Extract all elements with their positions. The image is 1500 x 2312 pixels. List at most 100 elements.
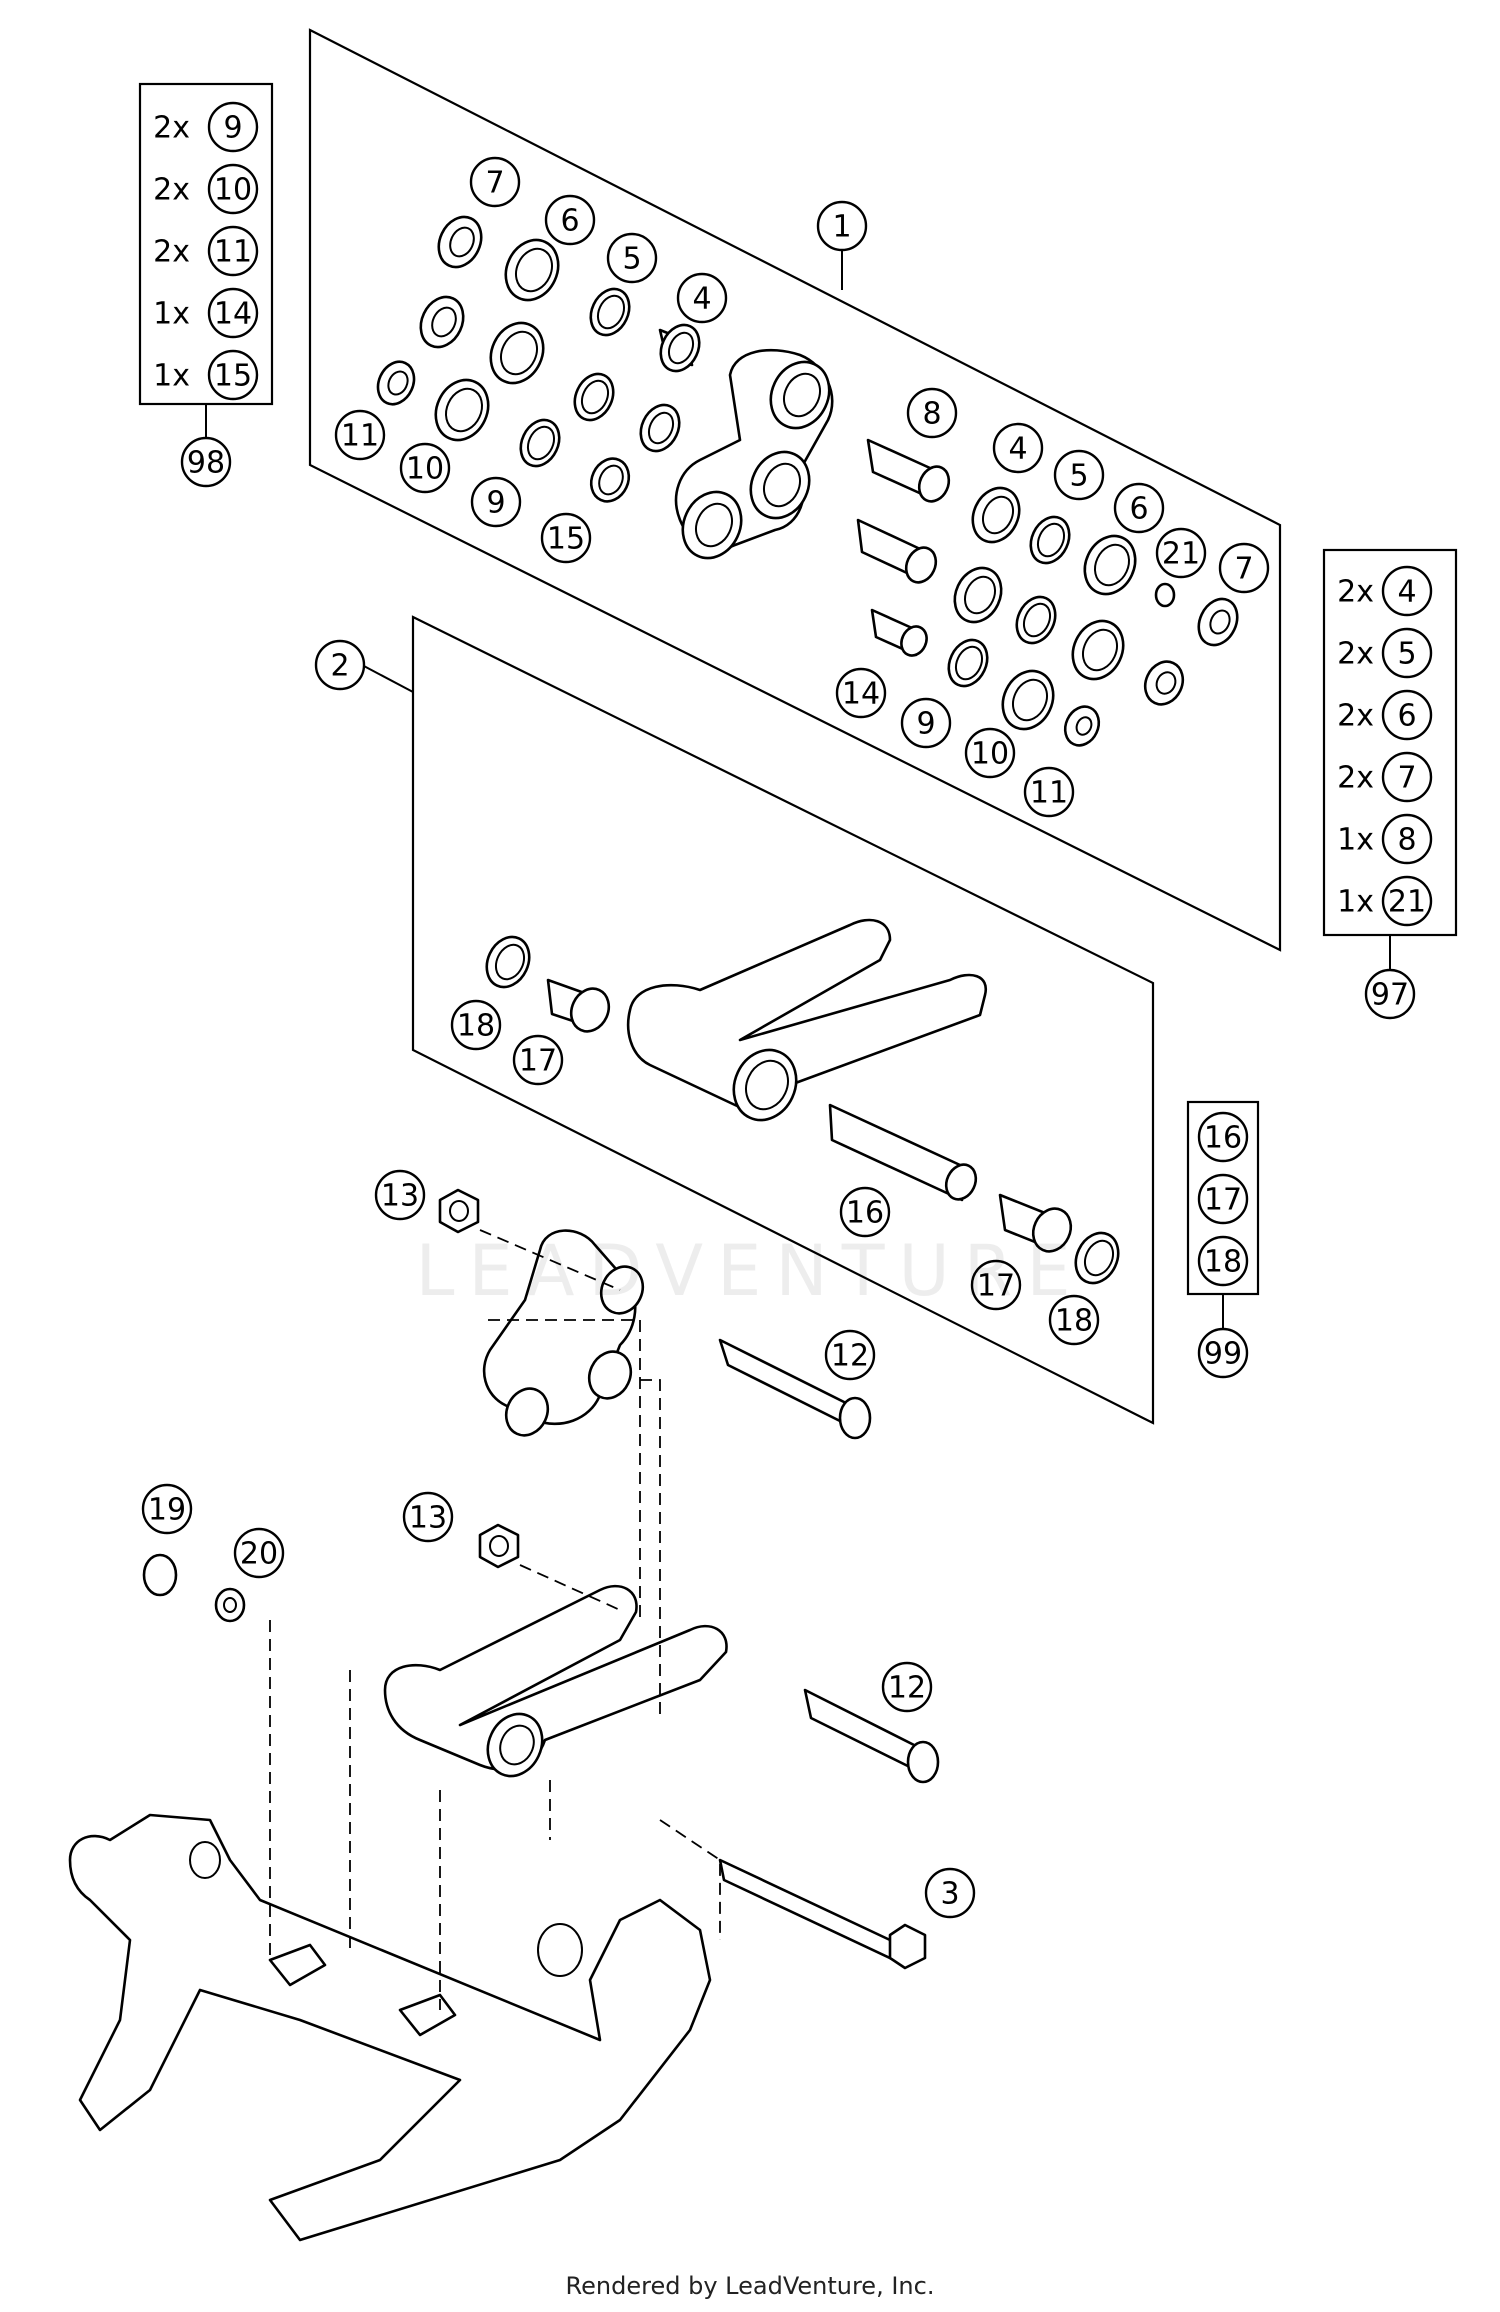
callout-label: 7 — [1234, 552, 1253, 587]
callout-k1-4b: 4 — [992, 422, 1044, 474]
callout-k1-6b: 6 — [1113, 482, 1165, 534]
kit-entry-circle — [207, 163, 259, 215]
alignment-lines — [269, 1229, 721, 2010]
kit-99-box — [1186, 1100, 1260, 1330]
kit-entry-part-number: 21 — [1388, 885, 1426, 920]
callout-label: 2 — [330, 649, 349, 684]
kit99-entry: 16 — [1197, 1111, 1249, 1163]
kit-entry-part-number: 8 — [1397, 823, 1416, 858]
kit99-number-callout: 99 — [1197, 1327, 1249, 1379]
callout-circle — [469, 156, 521, 208]
callout-circle — [1197, 1327, 1249, 1379]
callout-label: 20 — [240, 1537, 278, 1572]
callout-k2-17: 17 — [512, 1034, 564, 1086]
callout-k2-16: 16 — [839, 1186, 891, 1238]
kit97-number-callout: 97 — [1364, 968, 1416, 1020]
callout-circle — [540, 512, 592, 564]
callout-label: 10 — [406, 452, 444, 487]
callout-label: 98 — [187, 446, 225, 481]
callout-k1-15: 15 — [540, 512, 592, 564]
kit-98-box — [138, 82, 274, 440]
callout-circle — [1218, 542, 1270, 594]
kit98-number-callout: 98 — [180, 436, 232, 488]
callout-label: 99 — [1204, 1337, 1242, 1372]
kit-entry-quantity: 2x — [153, 173, 190, 208]
kit-entry-part-number: 9 — [223, 111, 242, 146]
kit-1-parts — [376, 215, 1239, 747]
kit-entry-quantity: 1x — [153, 359, 190, 394]
callout-circle — [1023, 766, 1075, 818]
callout-label: 6 — [1129, 492, 1148, 527]
callout-circle — [839, 1186, 891, 1238]
callout-circle — [512, 1034, 564, 1086]
kit-entry-part-number: 5 — [1397, 637, 1416, 672]
callout-circle — [816, 200, 868, 252]
kit-entry-quantity: 1x — [153, 297, 190, 332]
callout-circle — [824, 1329, 876, 1381]
callout-label: 17 — [977, 1269, 1015, 1304]
kit-entry-circle — [1381, 751, 1433, 803]
callout-k1-6: 6 — [544, 194, 596, 246]
kit97-entry: 1x 21 — [1337, 875, 1433, 927]
callout-p12b: 12 — [881, 1661, 933, 1713]
callout-circle — [924, 1867, 976, 1919]
kit-entry-quantity: 2x — [153, 235, 190, 270]
callout-label: 7 — [485, 166, 504, 201]
callout-circle — [835, 667, 887, 719]
kit99-entry: 18 — [1197, 1235, 1249, 1287]
kit-entry-quantity: 2x — [1337, 761, 1374, 796]
kit97-entry: 2x 7 — [1337, 751, 1433, 803]
callout-circle — [374, 1169, 426, 1221]
callout-circle — [470, 476, 522, 528]
callout-k1-11: 11 — [334, 409, 386, 461]
callout-label: 13 — [381, 1179, 419, 1214]
kit-entry-circle — [1197, 1173, 1249, 1225]
callout-label: 10 — [971, 737, 1009, 772]
callout-circle — [399, 442, 451, 494]
kit-entry-part-number: 7 — [1397, 761, 1416, 796]
kit-entry-quantity: 1x — [1337, 885, 1374, 920]
callout-circle — [970, 1259, 1022, 1311]
callout-circle — [906, 387, 958, 439]
callout-circle — [964, 727, 1016, 779]
callout-label: 15 — [547, 522, 585, 557]
callout-label: 1 — [832, 210, 851, 245]
callout-p13a: 13 — [374, 1169, 426, 1221]
callout-k1-9b: 9 — [900, 697, 952, 749]
footer-credit: Rendered by LeadVenture, Inc. — [565, 2272, 935, 2300]
callout-label: 16 — [846, 1196, 884, 1231]
frame — [68, 1813, 712, 2242]
callout-label: 9 — [916, 707, 935, 742]
callout-circle — [1048, 1294, 1100, 1346]
kit-97-box — [1322, 548, 1458, 972]
callout-label: 18 — [457, 1009, 495, 1044]
callout-k1-9: 9 — [470, 476, 522, 528]
callout-circle — [1364, 968, 1416, 1020]
kit-entry-quantity: 2x — [153, 111, 190, 146]
callout-circle — [1053, 449, 1105, 501]
callout-label: 4 — [692, 282, 711, 317]
callout-k1-14: 14 — [835, 667, 887, 719]
callout-circle — [450, 999, 502, 1051]
callout-k1-5b: 5 — [1053, 449, 1105, 501]
callout-p2: 2 — [314, 639, 366, 691]
callout-label: 12 — [831, 1339, 869, 1374]
callout-k2-18b: 18 — [1048, 1294, 1100, 1346]
callout-label: 5 — [622, 242, 641, 277]
assembled-linkage — [142, 1188, 940, 1970]
kit-1-panel — [308, 28, 1282, 952]
kit-entry-quantity: 2x — [1337, 575, 1374, 610]
kit-entry-part-number: 17 — [1204, 1183, 1242, 1218]
callout-circle — [314, 639, 366, 691]
callout-label: 17 — [519, 1044, 557, 1079]
callout-label: 11 — [341, 419, 379, 454]
callout-k1-4: 4 — [676, 272, 728, 324]
callout-circle — [180, 436, 232, 488]
